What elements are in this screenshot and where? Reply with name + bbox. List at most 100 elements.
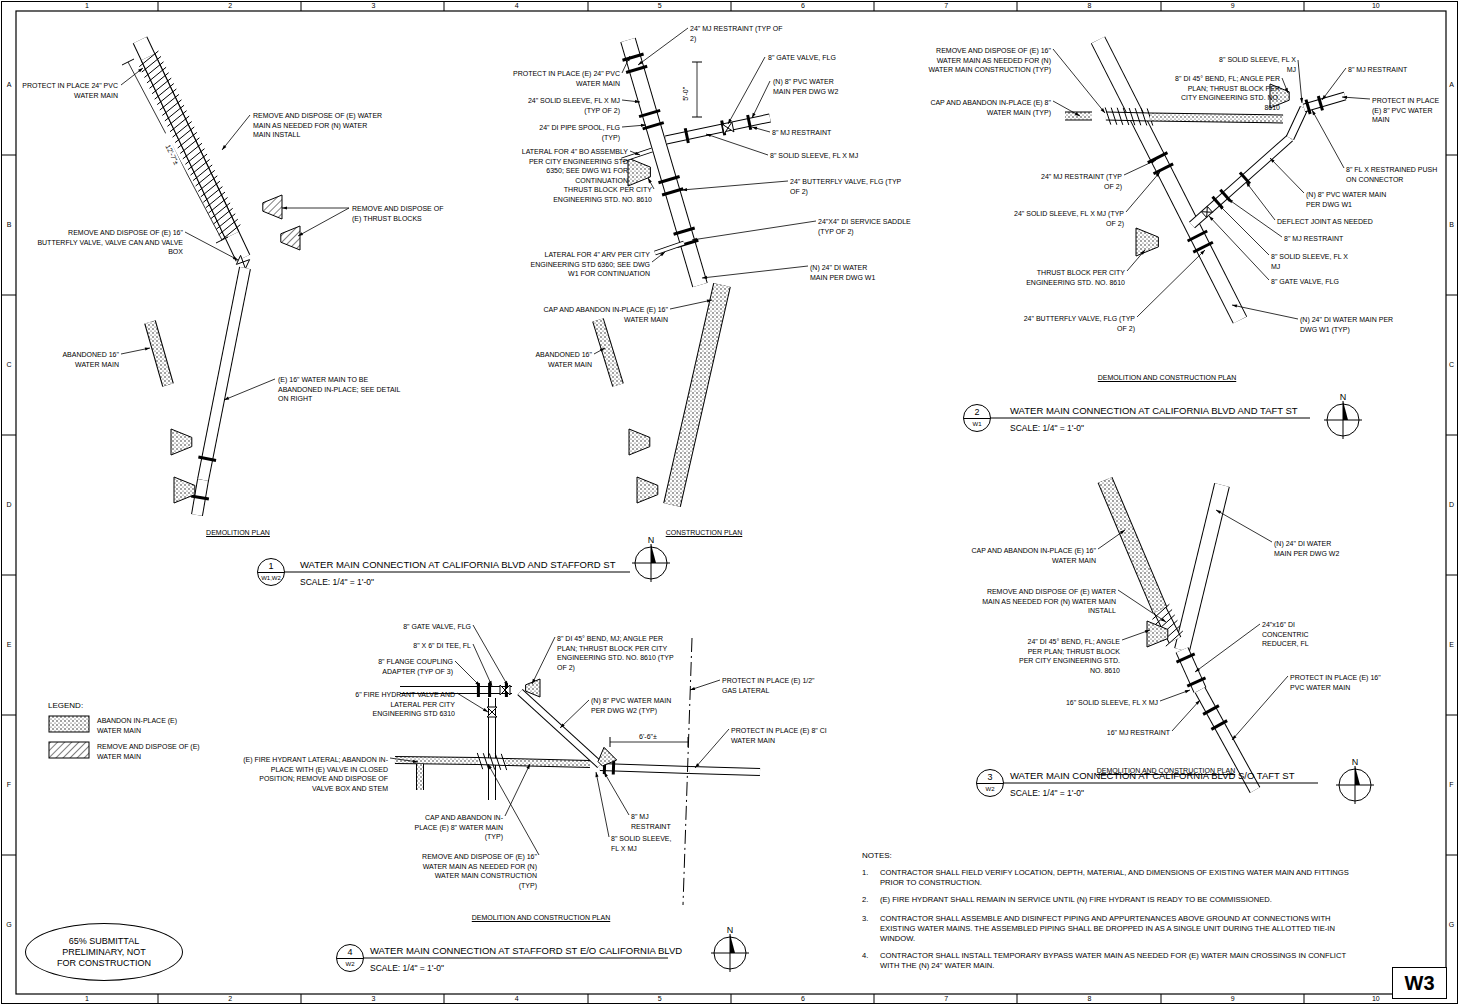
leader-arrowhead — [1228, 199, 1233, 203]
callout-label: REMOVE AND DISPOSE OF (E) 16" WATER MAIN… — [911, 46, 1051, 75]
grid-tick — [1304, 994, 1305, 1003]
removal-hatch — [219, 219, 238, 235]
bubble-divider — [337, 958, 363, 959]
leader-arrowhead — [728, 119, 732, 124]
leader-line — [457, 693, 488, 712]
leader-line — [1053, 49, 1105, 113]
pipe-fitting — [1188, 231, 1208, 241]
plan-subtitle: DEMOLITION AND CONSTRUCTION PLAN — [1077, 373, 1257, 383]
removal-hatch — [170, 116, 189, 132]
pipe-wall — [520, 692, 600, 765]
grid-tick — [1161, 2, 1162, 12]
leader-arrowhead — [1209, 216, 1214, 221]
leader-line — [282, 208, 349, 209]
detail-number: 4 — [337, 947, 363, 957]
callout-label: 24"X4" DI SERVICE SADDLE (TYP OF 2) — [818, 217, 918, 236]
leader-arrowhead — [233, 256, 238, 260]
grid-reference: A — [1442, 81, 1459, 89]
removal-hatch — [1152, 604, 1169, 619]
callout-label: 24" MJ RESTRAINT (TYP OF 2) — [690, 24, 785, 43]
detail-number: 3 — [977, 772, 1003, 782]
leader-arrowhead — [560, 723, 565, 728]
pipe-fitting — [1203, 706, 1219, 715]
leader-line — [702, 266, 808, 278]
leader-line — [1172, 700, 1200, 731]
callout-label: 8" SOLID SLEEVE, FL X MJ — [1271, 252, 1351, 271]
scale-note: SCALE: 1/4" = 1'-0" — [300, 577, 450, 588]
plan-subtitle: DEMOLITION AND CONSTRUCTION PLAN — [451, 913, 631, 923]
leader-line — [1232, 676, 1288, 740]
general-note: CONTRACTOR SHALL INSTALL TEMPORARY BYPAS… — [880, 951, 1360, 971]
callout-label: 8" GATE VALVE, FLG — [1271, 277, 1371, 287]
grid-reference: 9 — [1223, 2, 1243, 10]
leader-line — [638, 28, 688, 65]
leader-line — [670, 300, 712, 309]
callout-label: 8" MJ RESTRAINT — [772, 128, 862, 138]
removal-hatch — [1105, 107, 1111, 124]
leader-arrowhead — [1219, 205, 1224, 210]
grid-reference: 2 — [220, 995, 240, 1003]
title-underline — [977, 418, 1310, 419]
leader-line — [473, 644, 492, 686]
scale-note: SCALE: 1/4" = 1'-0" — [1010, 423, 1160, 434]
callout-label: 16" SOLID SLEEVE, FL X MJ — [1048, 698, 1158, 708]
pipe-fitting — [198, 457, 216, 460]
legend-swatch-remove — [49, 742, 89, 758]
removal-hatch — [201, 181, 220, 197]
callout-label: 8" FL X RESTRAINED PUSH ON CONNECTOR — [1346, 165, 1441, 184]
removal-hatch — [214, 208, 233, 224]
leader-arrowhead — [702, 276, 707, 279]
sheet-reference: W1,W2 — [258, 574, 284, 582]
removal-hatch — [139, 51, 158, 67]
callout-label: PROTECT IN PLACE (E) 24" PVC WATER MAIN — [500, 69, 620, 88]
thrust-block — [629, 429, 650, 455]
leader-line — [752, 81, 770, 118]
leader-arrowhead — [504, 681, 508, 686]
leader-line — [1232, 305, 1298, 319]
leader-arrowhead — [413, 760, 418, 763]
grid-tick — [1446, 715, 1457, 716]
grid-reference: D — [1442, 501, 1459, 509]
removal-hatch — [477, 753, 482, 769]
bubble-divider — [964, 418, 990, 419]
leader-arrowhead — [1322, 95, 1326, 100]
grid-reference: 2 — [220, 2, 240, 10]
leader-line — [185, 232, 238, 260]
pipe-wall — [1192, 138, 1290, 225]
leader-arrowhead — [224, 397, 229, 400]
thrust-block — [598, 747, 617, 766]
dimension-tick — [216, 237, 228, 243]
pipe-wall — [1290, 108, 1304, 138]
pipe-fitting — [1306, 100, 1310, 114]
callout-label: 24" DI 45° BEND, FL; ANGLE PER PLAN; THR… — [1015, 637, 1120, 675]
bubble-divider — [977, 783, 1003, 784]
leader-arrowhead — [1145, 630, 1150, 633]
leader-line — [630, 151, 640, 155]
leader-arrowhead — [707, 299, 712, 302]
dimension-tick — [692, 62, 702, 63]
grid-tick — [1017, 994, 1018, 1003]
pipe-wall — [655, 243, 684, 253]
leader-arrowhead — [1342, 96, 1347, 99]
sheet-reference: W1 — [964, 420, 990, 428]
grid-tick — [1161, 994, 1162, 1003]
removal-hatch — [162, 100, 181, 116]
leader-arrowhead — [641, 124, 646, 127]
leader-arrowhead — [660, 252, 665, 256]
leader-line — [1127, 250, 1145, 271]
callout-label: (E) 16" WATER MAIN TO BE ABANDONED IN-PL… — [278, 375, 403, 404]
plan-subtitle: CONSTRUCTION PLAN — [644, 528, 764, 538]
title-underline — [271, 572, 630, 573]
callout-label: 8" DI 45° BEND, FL; ANGLE PER PLAN; THRU… — [1175, 74, 1280, 112]
leader-arrowhead — [1156, 172, 1160, 177]
leader-line — [560, 700, 589, 728]
abandoned-pipe — [672, 285, 722, 505]
section-heading: LEGEND: — [48, 701, 108, 711]
callout-label: 16" MJ RESTRAINT — [1070, 728, 1170, 738]
leader-arrowhead — [1232, 735, 1236, 740]
pipe-fitting — [1148, 153, 1168, 163]
callout-label: 8" MJ RESTRAINT — [1284, 234, 1374, 244]
leader-arrowhead — [638, 61, 643, 65]
leader-arrowhead — [1195, 668, 1200, 672]
